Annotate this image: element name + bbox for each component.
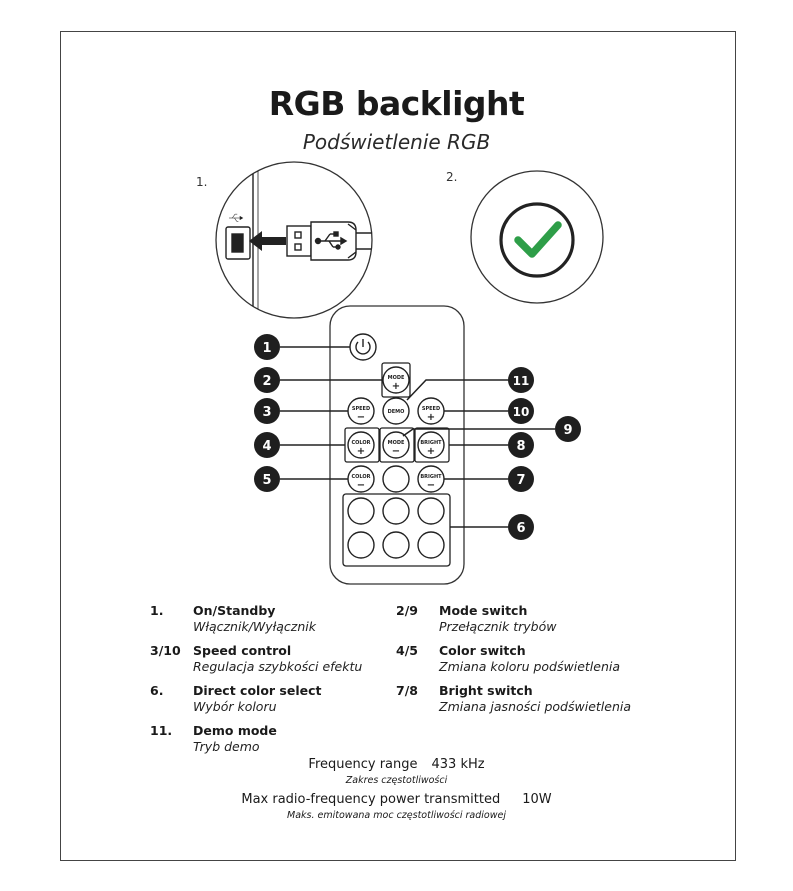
remote-color-grid — [347, 497, 445, 559]
spec-power: Max radio-frequency power transmitted 10W — [0, 792, 793, 807]
step-2-number: 2. — [446, 170, 458, 184]
spec-power-label: Max radio-frequency power transmitted — [241, 792, 501, 807]
step-1-number: 1. — [196, 175, 208, 189]
color-minus-sign: − — [357, 480, 365, 491]
remote-blank-button — [382, 465, 410, 493]
bright-minus-sign: − — [427, 480, 435, 491]
color-minus-label: COLOR — [351, 474, 370, 480]
callout-5: 5 — [262, 473, 271, 488]
callout-badges: 1 2 3 4 5 6 7 8 9 10 11 — [254, 334, 581, 540]
demo-label: DEMO — [388, 409, 405, 415]
mode-minus-sign: − — [392, 446, 400, 457]
spec-power-pl: Maks. emitowana moc częstotliwości radio… — [287, 810, 506, 821]
mode-plus-label: MODE — [388, 375, 405, 381]
spec-frequency-pl: Zakres częstotliwości — [345, 775, 448, 786]
callout-1: 1 — [262, 341, 271, 356]
mode-minus-label: MODE — [388, 440, 405, 446]
bright-plus-label: BRIGHT — [420, 440, 442, 446]
callout-7: 7 — [516, 473, 525, 488]
remote-power-button — [349, 333, 377, 361]
bright-minus-label: BRIGHT — [420, 474, 442, 480]
usb-plug-illustration — [215, 161, 373, 319]
spec-frequency: Frequency range 433 kHz — [0, 757, 793, 772]
speed-minus-sign: − — [357, 412, 365, 423]
callout-11: 11 — [513, 374, 530, 388]
remote-color-plus-button — [347, 431, 375, 459]
speed-minus-label: SPEED — [352, 406, 370, 412]
success-checkmark-illustration — [470, 170, 604, 304]
callout-2: 2 — [262, 374, 271, 389]
spec-frequency-label: Frequency range — [308, 757, 418, 772]
speed-plus-sign: + — [427, 412, 435, 423]
check-icon — [514, 221, 562, 258]
remote-mode-minus-button — [382, 431, 410, 459]
speed-plus-label: SPEED — [422, 406, 440, 412]
callout-10: 10 — [513, 405, 530, 419]
callout-lines — [280, 346, 555, 528]
page-title: RGB backlight — [268, 84, 525, 123]
remote-control: MODE + DEMO SPEED − SPEED + COLOR + MODE… — [329, 305, 465, 585]
spec-frequency-value: 433 kHz — [431, 757, 485, 772]
page-frame — [60, 31, 736, 861]
color-plus-sign: + — [357, 446, 365, 457]
usb-symbol-icon — [314, 231, 348, 250]
callout-6: 6 — [516, 521, 525, 536]
mode-plus-sign: + — [392, 381, 400, 392]
port-usb-icon — [229, 213, 244, 222]
callout-9: 9 — [563, 423, 572, 438]
callout-4: 4 — [262, 439, 271, 454]
remote-bright-plus-button — [417, 431, 445, 459]
remote-demo-button — [382, 397, 410, 425]
page-subtitle: Podświetlenie RGB — [302, 130, 491, 154]
callout-8: 8 — [516, 439, 525, 454]
bright-plus-sign: + — [427, 446, 435, 457]
color-plus-label: COLOR — [351, 440, 370, 446]
callout-3: 3 — [262, 405, 271, 420]
spec-power-value: 10W — [522, 792, 552, 807]
